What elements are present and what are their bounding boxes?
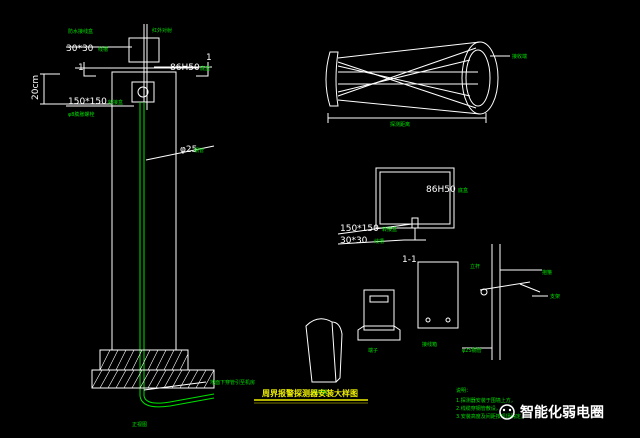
drawing-title: 周界报警探测器安装大样图	[262, 388, 358, 398]
enclosure-box	[417, 261, 459, 329]
pole-elevation	[40, 24, 215, 408]
detector-head-side	[331, 321, 343, 383]
label-box-150-left-suffix: 转接盒	[108, 99, 123, 106]
junction-box-knob	[137, 86, 149, 98]
watermark: 智能化弱电圈	[499, 404, 604, 421]
notes-line-3: 3.安装高度及间距按现场确定。	[456, 413, 526, 420]
label-conduit-top-note: 防水接线盒	[68, 28, 93, 35]
enclosure-screw-2	[445, 317, 451, 323]
label-detector-head: 探测器	[312, 389, 327, 396]
label-pipe-25-suffix: 钢管	[194, 147, 204, 154]
beam-cross-2	[337, 47, 477, 97]
notes-line-2: 2.线缆穿钢管敷设，	[456, 405, 501, 412]
notes-heading: 说明：	[456, 387, 471, 394]
label-conduit-top: 30*30	[66, 44, 94, 54]
beam-edge-1	[337, 41, 481, 59]
wechat-icon-eye-2	[508, 408, 512, 412]
label-box-86-left: 86H50	[170, 63, 200, 73]
label-conduit-top-suffix: 线槽	[98, 46, 108, 53]
leader-ground	[143, 381, 207, 391]
label-enclosure: 接线箱	[422, 341, 437, 348]
base-lower	[91, 369, 215, 389]
leader-150box-right	[337, 223, 413, 235]
section-mark-right: 1	[206, 53, 212, 63]
notes-line-1: 1.探测器安装于围墙上方，	[456, 397, 516, 404]
base-hatching	[91, 349, 215, 389]
label-box-86-right-suffix: 底盒	[458, 187, 468, 194]
label-pipe-25: φ25	[180, 145, 197, 155]
label-beam-zone: 接收端	[512, 53, 527, 60]
enclosure-screw-1	[425, 317, 431, 323]
label-section-bracket: 支架	[550, 293, 560, 300]
terminal-strip	[369, 295, 389, 303]
beam-cross-4	[337, 59, 471, 93]
wechat-icon	[499, 404, 515, 420]
label-box-150-right-suffix: 转接盒	[382, 226, 397, 233]
label-section-pipe: φ25钢管	[462, 347, 482, 354]
beam-edge-2	[337, 99, 481, 115]
box-detail-inner	[379, 171, 451, 225]
box-detail-knockout	[411, 217, 419, 229]
label-sleeve-note: φ8膨胀螺栓	[68, 111, 94, 118]
transmitter-unit	[325, 51, 339, 107]
label-view-note: 正视图	[132, 421, 147, 428]
leader-pipe	[145, 145, 215, 161]
label-ground-note: 地面下穿管引至机房	[210, 379, 255, 386]
junction-box-150	[131, 81, 155, 103]
label-section-clamp: 抱箍	[542, 269, 552, 276]
label-conduit-right-suffix: 线槽	[374, 238, 384, 245]
buried-conduit-2	[143, 393, 215, 404]
equipment-views	[305, 244, 548, 383]
receiver-lens	[465, 49, 491, 107]
label-detector-note: 红外对射	[152, 27, 172, 34]
section-clamp	[480, 288, 488, 296]
section-bracket	[519, 283, 541, 293]
section-mark-left: 1	[78, 63, 84, 73]
wechat-icon-eye-1	[502, 408, 506, 412]
watermark-text: 智能化弱电圈	[519, 404, 604, 421]
label-height-20cm: 20cm	[31, 75, 41, 100]
label-box-86-left-suffix: 底盒	[200, 65, 210, 72]
label-section-title: 1-1	[402, 255, 417, 265]
box-detail-frame	[375, 167, 455, 229]
detector-beam-diagram	[325, 41, 510, 123]
notes-block: 说明： 1.探测器安装于围墙上方， 2.线缆穿钢管敷设， 3.安装高度及间距按现…	[456, 387, 526, 420]
label-box-150-right: 150*150	[340, 224, 379, 234]
section-arm	[479, 281, 531, 291]
label-conduit-right: 30*30	[340, 236, 368, 246]
detector-head	[305, 318, 337, 383]
label-beam-distance: 探测距离	[390, 121, 410, 128]
label-section-top: 立杆	[470, 263, 480, 270]
leader-conduit-right	[337, 239, 405, 245]
box-detail	[337, 167, 455, 245]
beam-cross-1	[337, 61, 477, 109]
label-box-150-left: 150*150	[68, 97, 107, 107]
label-box-86-right: 86H50	[426, 185, 456, 195]
receiver-unit	[461, 41, 499, 115]
terminal-unit-plate	[357, 325, 401, 341]
buried-conduit-1	[139, 395, 215, 408]
beam-cross-3	[337, 65, 471, 97]
label-terminal: 端子	[368, 347, 378, 354]
section-mark-left-shape	[83, 62, 96, 77]
